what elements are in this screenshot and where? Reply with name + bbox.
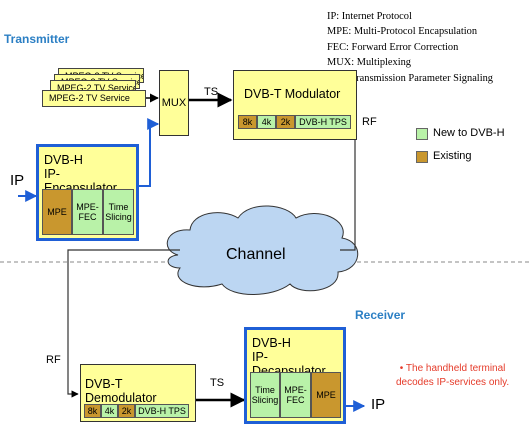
demodulator-block-tps: DVB-H TPS: [135, 404, 189, 418]
abbreviation-ip: IP: Internet Protocol: [327, 11, 412, 22]
dvbh-ip-encapsulator-box: DVB-H IP- Encapsulator MPE MPE-FEC Time …: [36, 144, 139, 241]
legend-new-swatch: [416, 128, 428, 140]
modulator-block-tps: DVB-H TPS: [295, 115, 351, 129]
encapsulator-to-mux-arrow: [138, 118, 160, 187]
ip-input-label: IP: [10, 172, 25, 189]
channel-to-demodulator-arrow: [67, 249, 180, 398]
decapsulator-block-mpe: MPE: [311, 372, 341, 418]
rf-label-transmitter: RF: [362, 116, 377, 128]
modulator-title: DVB-T Modulator: [244, 87, 341, 101]
demodulator-title: DVB-T Demodulator: [85, 377, 157, 405]
demodulator-block-8k: 8k: [84, 404, 101, 418]
ts-label-transmitter: TS: [204, 86, 219, 98]
receiver-note: • The handheld terminal decodes IP-servi…: [396, 362, 509, 390]
channel-label: Channel: [226, 246, 286, 263]
receiver-note-line1: • The handheld terminal: [399, 363, 506, 374]
abbreviation-tps: TPS: Transmission Parameter Signaling: [327, 72, 493, 84]
legend-existing-swatch: [416, 151, 428, 163]
transmitter-label: Transmitter: [4, 32, 70, 46]
mux-label: MUX: [161, 97, 187, 109]
encapsulator-block-mpe: MPE: [42, 189, 72, 235]
modulator-block-4k: 4k: [257, 115, 276, 129]
modulator-to-channel-line: [340, 140, 356, 251]
dvbt-demodulator-box: DVB-T Demodulator 8k 4k 2k DVB-H TPS: [80, 364, 196, 422]
legend-new-label: New to DVB-H: [433, 127, 505, 139]
abbreviation-list: IP: Internet Protocol MPE: Multi-Protoco…: [327, 9, 493, 86]
abbreviation-fec: FEC: Forward Error Correction: [327, 41, 459, 53]
demodulator-block-4k: 4k: [101, 404, 118, 418]
mux-box: MUX: [159, 70, 189, 136]
decapsulator-title-line1: DVB-H: [252, 336, 291, 350]
encapsulator-title-line1: DVB-H: [44, 153, 83, 167]
abbreviation-mpe: MPE: Multi-Protocol Encapsulation: [327, 26, 478, 38]
receiver-label: Receiver: [355, 308, 406, 322]
demodulator-block-2k: 2k: [118, 404, 135, 418]
decapsulator-block-mpe-fec: MPE-FEC: [280, 372, 311, 418]
channel-cloud: [166, 205, 359, 295]
legend-existing-label: Existing: [433, 150, 472, 162]
modulator-block-8k: 8k: [238, 115, 257, 129]
dvbt-modulator-box: DVB-T Modulator 8k 4k 2k DVB-H TPS: [233, 70, 357, 140]
encapsulator-block-mpe-fec: MPE-FEC: [72, 189, 103, 235]
ts-label-receiver: TS: [210, 377, 225, 389]
dvbh-ip-decapsulator-box: DVB-H IP- Decapsulator Time Slicing MPE-…: [244, 327, 346, 424]
mpeg-service-box: MPEG-2 TV Service: [42, 90, 146, 107]
ip-output-label: IP: [371, 396, 386, 413]
decapsulator-block-time-slicing: Time Slicing: [250, 372, 280, 418]
encapsulator-block-time-slicing: Time Slicing: [103, 189, 134, 235]
rf-label-receiver: RF: [46, 354, 61, 366]
abbreviation-mux: MUX: Multiplexing: [327, 57, 411, 69]
receiver-note-line2: decodes IP-services only.: [396, 377, 510, 388]
modulator-block-2k: 2k: [276, 115, 295, 129]
